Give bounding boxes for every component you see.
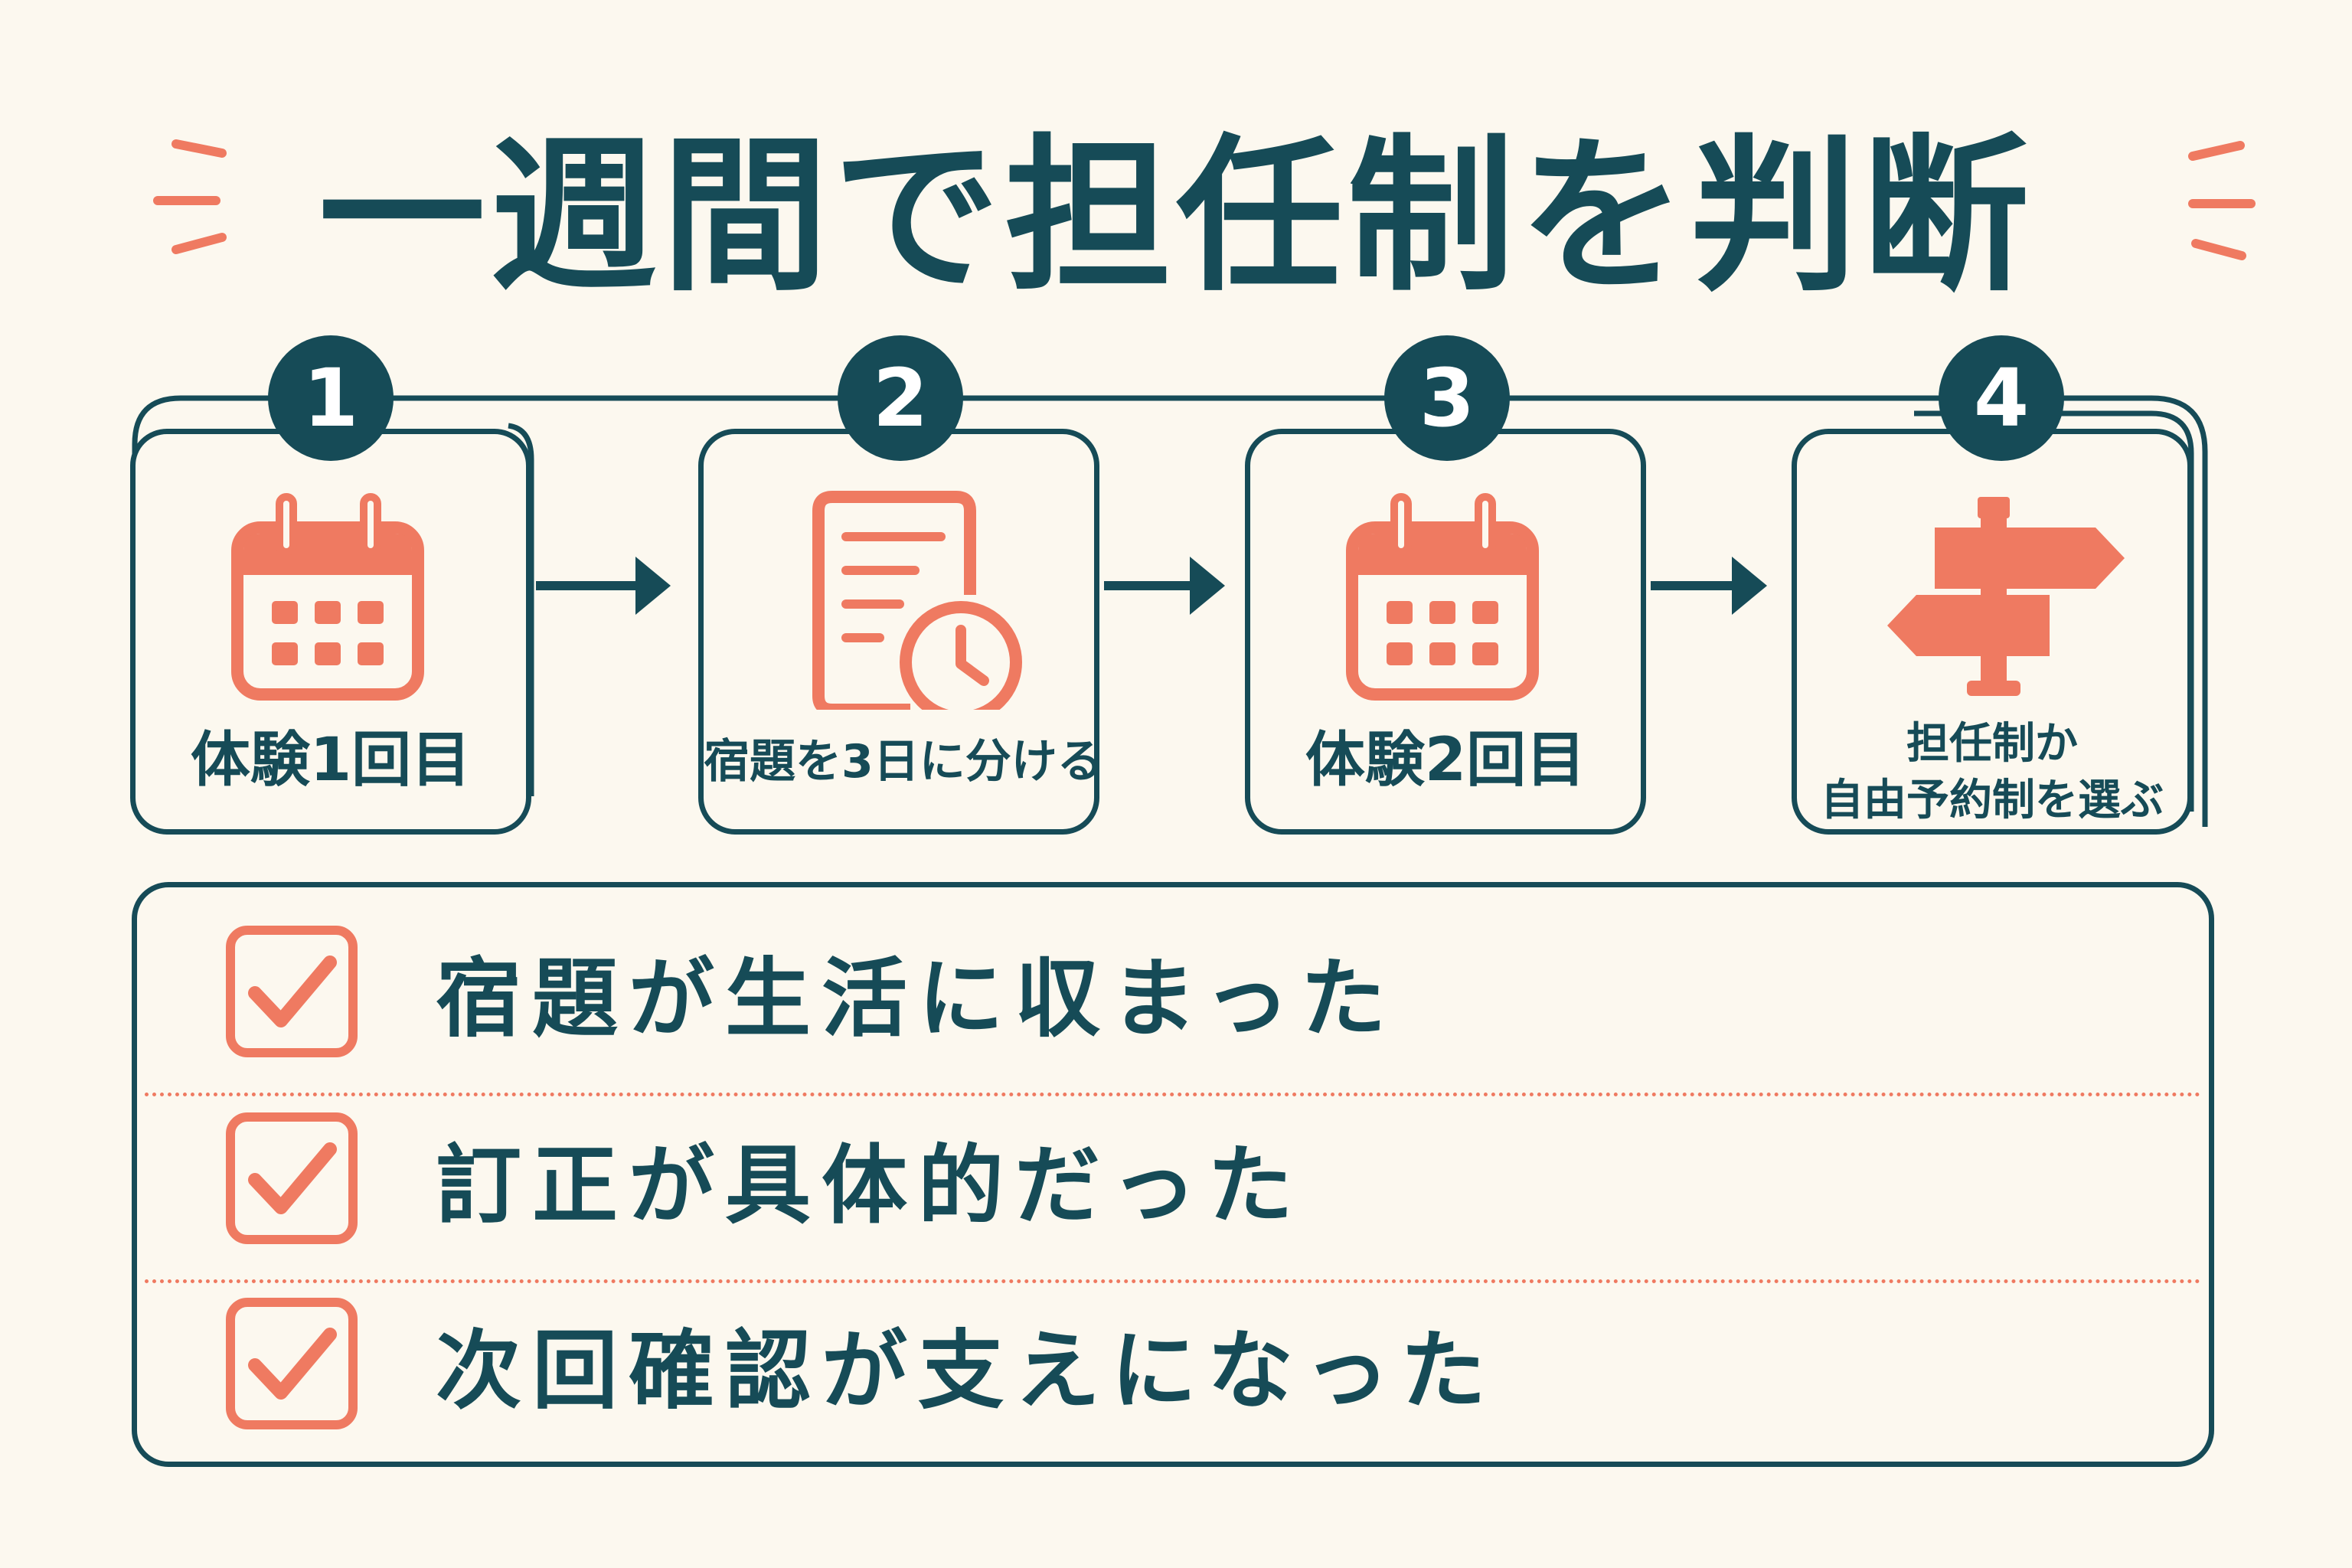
title-accent-left [153, 139, 227, 254]
step-card-4: 担任制か 自由予約制を選ぶ [1792, 429, 2193, 835]
step-label-1: 体験1回目 [190, 726, 472, 795]
arrow-1-2 [536, 557, 671, 615]
step-number-badge-3: 3 [1384, 335, 1510, 461]
checklist-text-1: 宿題が生活に収まった [436, 949, 1397, 1049]
checklist-divider-1 [145, 1093, 2201, 1096]
step-label-4: 担任制か 自由予約制を選ぶ [1797, 716, 2187, 829]
checkbox-checked-icon [226, 926, 358, 1057]
checklist-panel: 宿題が生活に収まった 訂正が具体的だった 次回確認が支えになった [132, 882, 2214, 1467]
signpost-icon [1887, 497, 2125, 696]
checklist-text-3: 次回確認が支えになった [436, 1321, 1497, 1421]
step-card-2: 宿題を3日に分ける [698, 429, 1103, 835]
document-clock-icon [812, 491, 1022, 710]
step-label-4-line-1: 担任制か [1906, 719, 2078, 769]
checkbox-checked-icon [226, 1298, 358, 1429]
card-4-back-edge [1914, 410, 2194, 812]
step-card-1: 体験1回目 [130, 429, 531, 835]
title-accent-right [2188, 141, 2256, 260]
checklist-item-1: 宿題が生活に収まった [137, 887, 2209, 1071]
step-label-4-line-2: 自由予約制を選ぶ [1821, 776, 2164, 825]
step-label-3: 体験2回目 [1305, 726, 1586, 795]
checklist-item-2: 訂正が具体的だった [137, 1074, 2209, 1258]
checklist-text-2: 訂正が具体的だった [436, 1136, 1304, 1236]
page-title: 一週間で担任制を判断 [318, 120, 2034, 314]
step-number-badge-4: 4 [1939, 335, 2064, 461]
checklist-divider-2 [145, 1279, 2201, 1283]
checklist-item-3: 次回確認が支えになった [137, 1259, 2209, 1443]
arrow-3-4 [1651, 557, 1767, 615]
timeline-connector [132, 395, 2208, 827]
step-label-2: 宿題を3日に分ける [704, 735, 1103, 789]
calendar-icon [231, 493, 424, 701]
card-1-back-edge [508, 423, 534, 796]
step-number-badge-1: 1 [268, 335, 394, 461]
arrow-2-3 [1104, 557, 1225, 615]
step-number-badge-2: 2 [838, 335, 963, 461]
step-card-3: 体験2回目 [1245, 429, 1646, 835]
calendar-icon [1346, 493, 1539, 701]
checkbox-checked-icon [226, 1112, 358, 1244]
